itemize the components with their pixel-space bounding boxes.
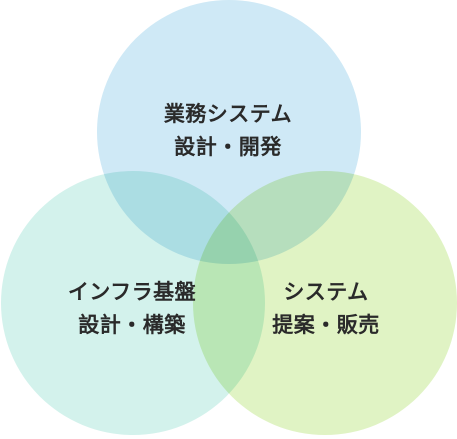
- label-system-sales-line1: システム: [283, 280, 369, 304]
- label-business-systems: 業務システム 設計・開発: [128, 98, 328, 164]
- circle-infrastructure: [1, 171, 265, 435]
- label-business-systems-line2: 設計・開発: [174, 135, 282, 159]
- label-infrastructure-line1: インフラ基盤: [67, 280, 197, 304]
- label-infrastructure: インフラ基盤 設計・構築: [32, 276, 232, 342]
- label-infrastructure-line2: 設計・構築: [78, 313, 186, 337]
- label-system-sales: システム 提案・販売: [226, 276, 426, 342]
- circle-system-sales: [193, 171, 457, 435]
- label-business-systems-line1: 業務システム: [163, 102, 293, 126]
- label-system-sales-line2: 提案・販売: [272, 313, 380, 337]
